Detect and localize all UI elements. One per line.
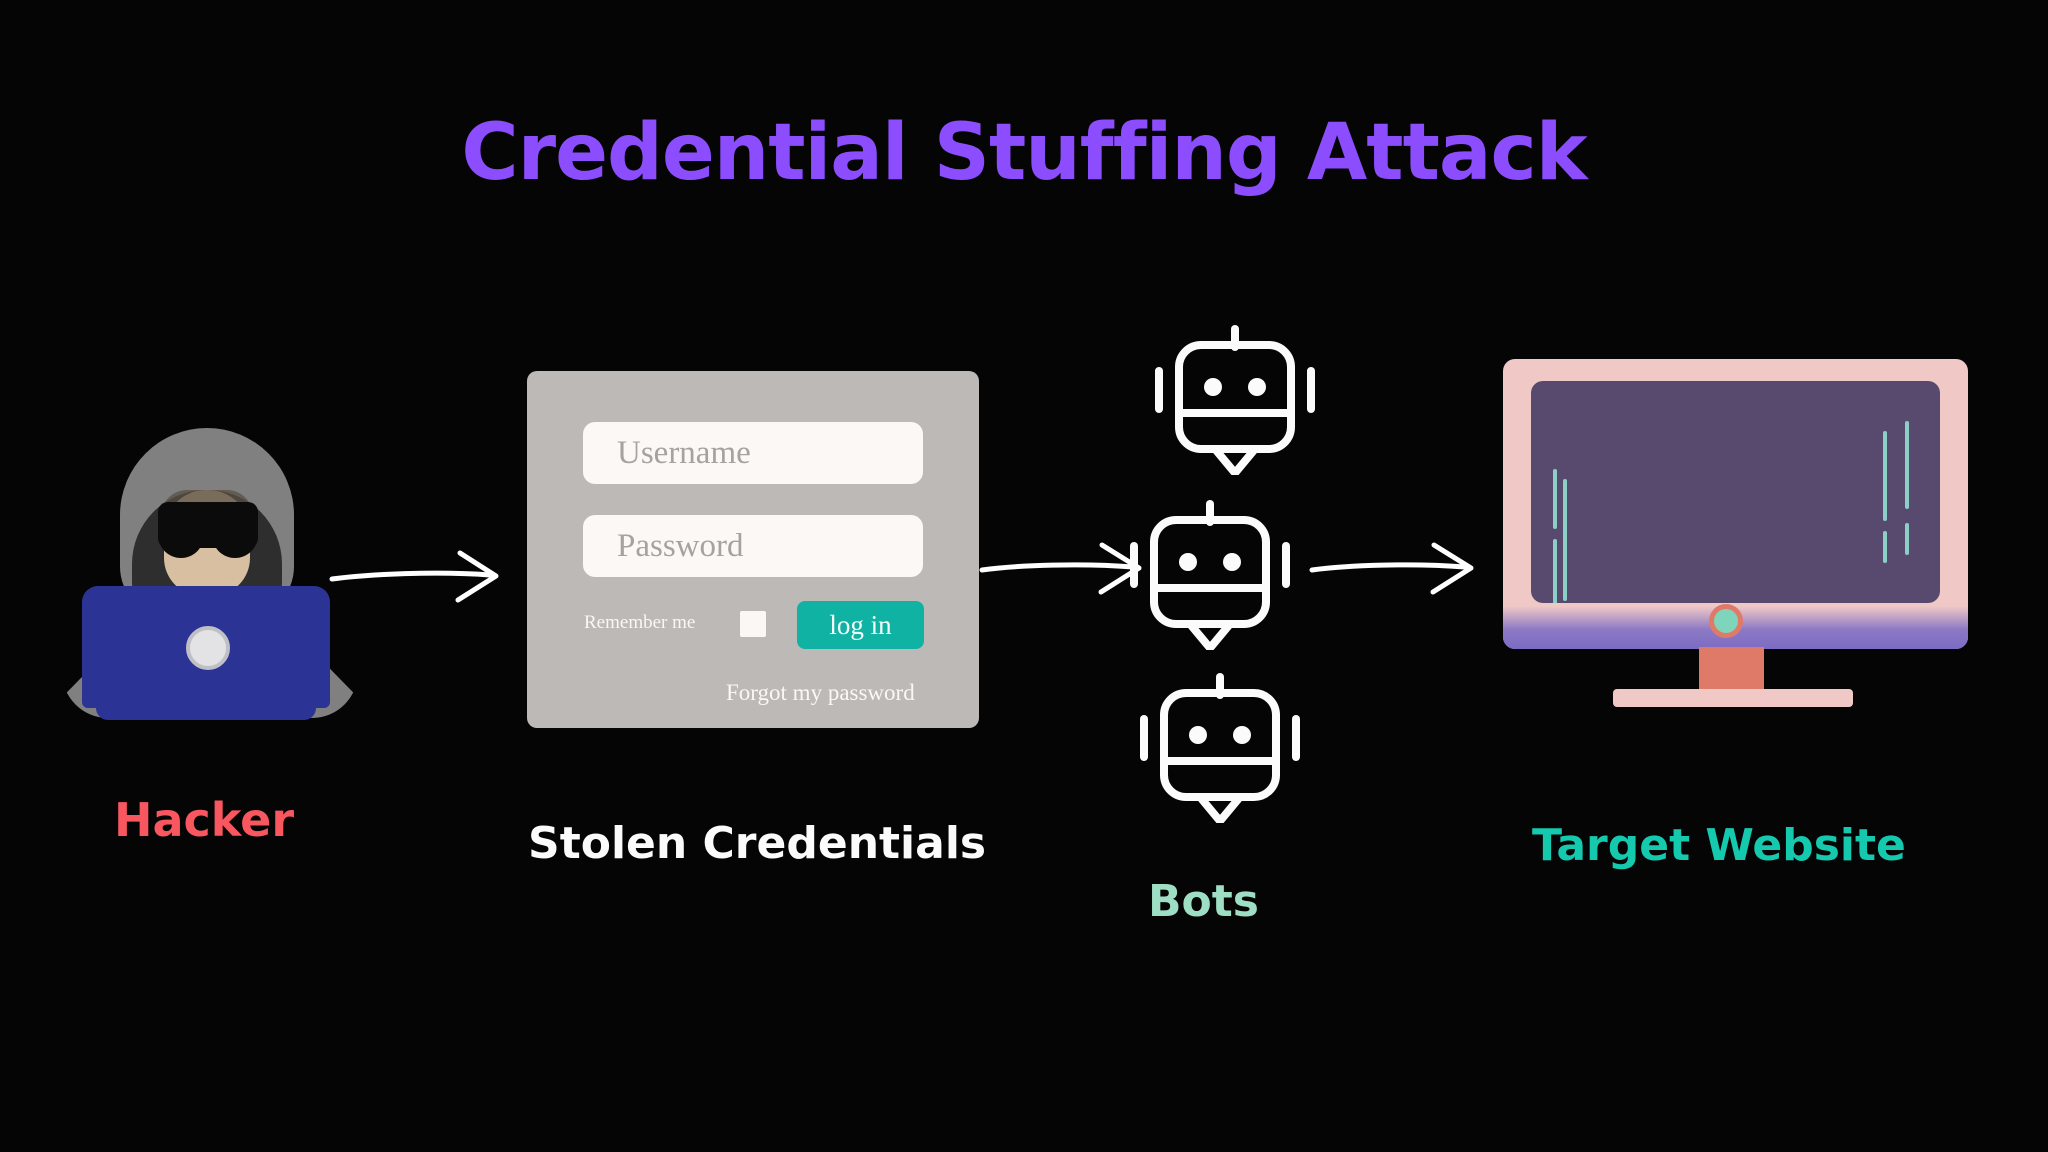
monitor-power-indicator-icon <box>1709 604 1743 638</box>
arrow-hacker-to-credentials <box>329 550 499 603</box>
page-title: Credential Stuffing Attack <box>461 108 1587 198</box>
bots-label: Bots <box>1148 876 1259 927</box>
monitor-screen-icon <box>1531 381 1940 603</box>
username-input[interactable]: Username <box>583 422 923 484</box>
forgot-password-link[interactable]: Forgot my password <box>726 680 915 705</box>
remember-me-checkbox[interactable] <box>740 611 766 637</box>
monitor-stand-neck-icon <box>1699 647 1764 691</box>
stolen-credentials-label: Stolen Credentials <box>528 818 987 869</box>
laptop-base-icon <box>96 698 316 720</box>
password-input[interactable]: Password <box>583 515 923 577</box>
monitor-stand-base-icon <box>1613 689 1853 707</box>
arrow-credentials-to-bots <box>979 542 1142 595</box>
remember-me-label: Remember me <box>584 612 696 633</box>
robot-head-icon <box>1155 325 1315 475</box>
stolen-credentials-login-card: Username Password <box>527 371 979 728</box>
robot-head-icon <box>1130 500 1290 650</box>
hacker-illustration <box>60 378 360 720</box>
laptop-logo-icon <box>186 626 230 670</box>
target-website-monitor <box>1503 359 1968 759</box>
hacker-label: Hacker <box>114 793 295 847</box>
arrow-bots-to-target <box>1309 542 1474 595</box>
robot-head-icon <box>1140 673 1300 823</box>
bots-group <box>1120 325 1330 845</box>
target-website-label: Target Website <box>1532 820 1906 871</box>
log-in-button[interactable]: log in <box>797 601 924 649</box>
